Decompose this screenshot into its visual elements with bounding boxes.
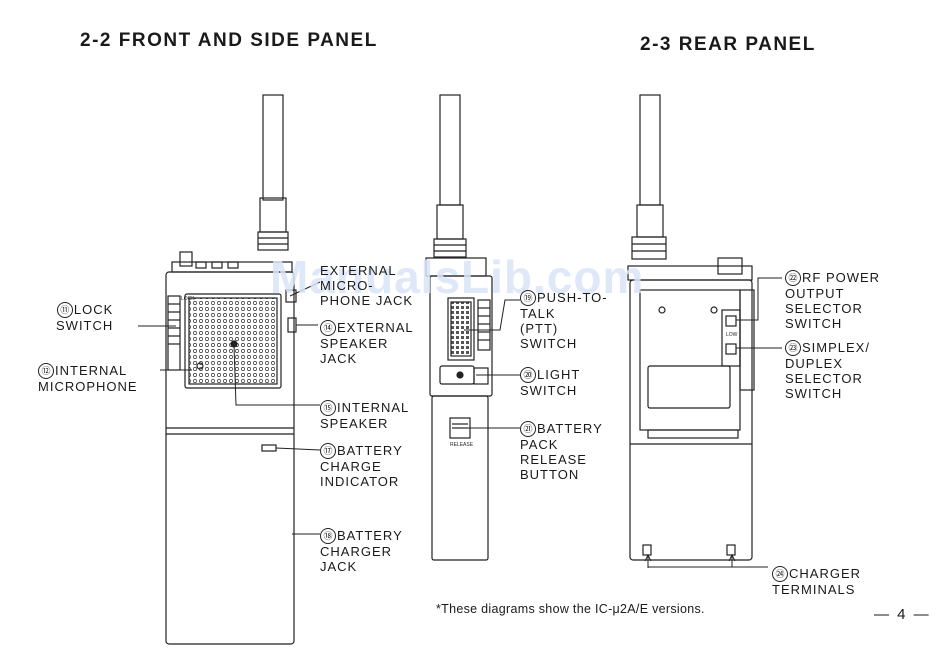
label-text: LOCK SWITCH <box>56 302 114 333</box>
footnote: *These diagrams show the IC-μ2A/E versio… <box>436 602 705 616</box>
rear-antenna <box>639 94 661 206</box>
label-text: BATTERY CHARGER JACK <box>320 528 403 574</box>
callout-number: ㉒ <box>785 270 801 286</box>
label-text: LIGHT SWITCH <box>520 367 581 398</box>
side-radio <box>425 94 493 561</box>
leader-lines <box>138 277 782 568</box>
page-number: — 4 — <box>874 606 931 623</box>
callout-number: ㉓ <box>785 340 801 356</box>
label-text: EXTERNAL MICRO- PHONE JACK <box>320 263 414 308</box>
callout-number: ⑳ <box>520 367 536 383</box>
watermark: ManualsLib.com <box>270 251 645 303</box>
label-text: SIMPLEX/ DUPLEX SELECTOR SWITCH <box>785 340 870 401</box>
label-text: BATTERY CHARGE INDICATOR <box>320 443 403 489</box>
label-text: PUSH-TO- TALK (PTT) SWITCH <box>520 290 608 351</box>
ptt-grille <box>450 301 472 357</box>
front-speaker-grille <box>188 297 278 385</box>
rear-radio <box>627 94 755 561</box>
label-text: CHARGER TERMINALS <box>772 566 862 597</box>
heading-rear-panel: 2-3 REAR PANEL <box>640 34 816 55</box>
callout-number: ⑭ <box>320 320 336 336</box>
callout-number: ⑰ <box>320 443 336 459</box>
callout-number: ⑪ <box>56 302 73 318</box>
front-antenna <box>262 94 284 201</box>
callout-number: ㉔ <box>772 566 788 582</box>
rear-low-text: LOW <box>726 332 738 338</box>
callout-number: ⑫ <box>38 363 54 379</box>
callout-number: ⑱ <box>320 528 336 544</box>
callout-number: ㉑ <box>520 421 536 437</box>
front-lock-text: LOCK <box>181 296 195 302</box>
side-antenna <box>439 94 461 206</box>
label-external-microphone-jack: EXTERNAL MICRO- PHONE JACK <box>320 263 413 308</box>
label-text: EXTERNAL SPEAKER JACK <box>320 320 414 366</box>
callout-number: ⑮ <box>320 400 336 416</box>
label-text: BATTERY PACK RELEASE BUTTON <box>520 421 603 482</box>
label-text: INTERNAL MICROPHONE <box>38 363 138 394</box>
label-text: RF POWER OUTPUT SELECTOR SWITCH <box>785 270 881 331</box>
callout-number: ⑲ <box>520 290 536 306</box>
release-text: RELEASE <box>450 442 474 448</box>
label-text: INTERNAL SPEAKER <box>320 400 410 431</box>
front-radio <box>165 94 297 645</box>
heading-front-side-panel: 2-2 FRONT AND SIDE PANEL <box>80 30 378 51</box>
